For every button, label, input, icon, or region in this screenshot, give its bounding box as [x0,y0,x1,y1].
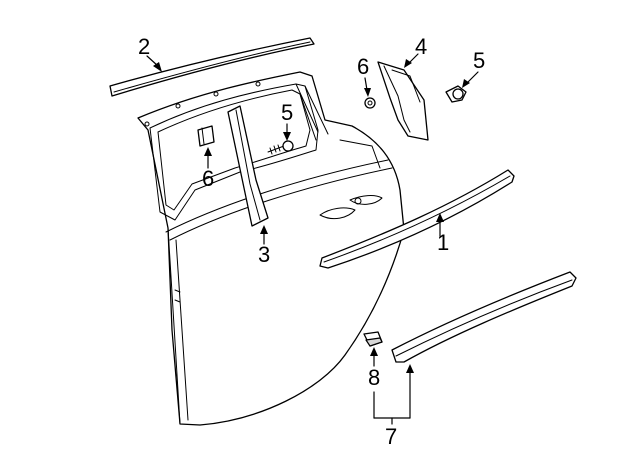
part-6-clip-lower [197,125,215,147]
callout-3: 3 [258,242,270,267]
part-8-clip [363,331,383,347]
callout-8: 8 [368,365,380,390]
callout-6-upper: 6 [357,54,369,79]
callout-5-upper: 5 [473,48,485,73]
leader-lines [146,53,479,425]
part-5-screw-lower [267,140,294,155]
callout-1: 1 [437,230,449,255]
part-2-roof-molding [109,37,315,97]
part-7-lower-molding [391,271,577,363]
callout-4: 4 [415,34,427,59]
callout-2: 2 [138,34,150,59]
callout-labels: 1 2 3 4 5 5 6 6 7 8 [138,34,485,449]
callout-5-lower: 5 [281,100,293,125]
part-5-screw-upper [445,85,467,103]
part-6-nut-upper [364,97,376,109]
part-3-applique [227,105,269,227]
part-4-applique [377,61,429,141]
part-1-belt-molding [319,169,515,269]
callout-6-lower: 6 [202,166,214,191]
callout-7: 7 [385,424,397,449]
